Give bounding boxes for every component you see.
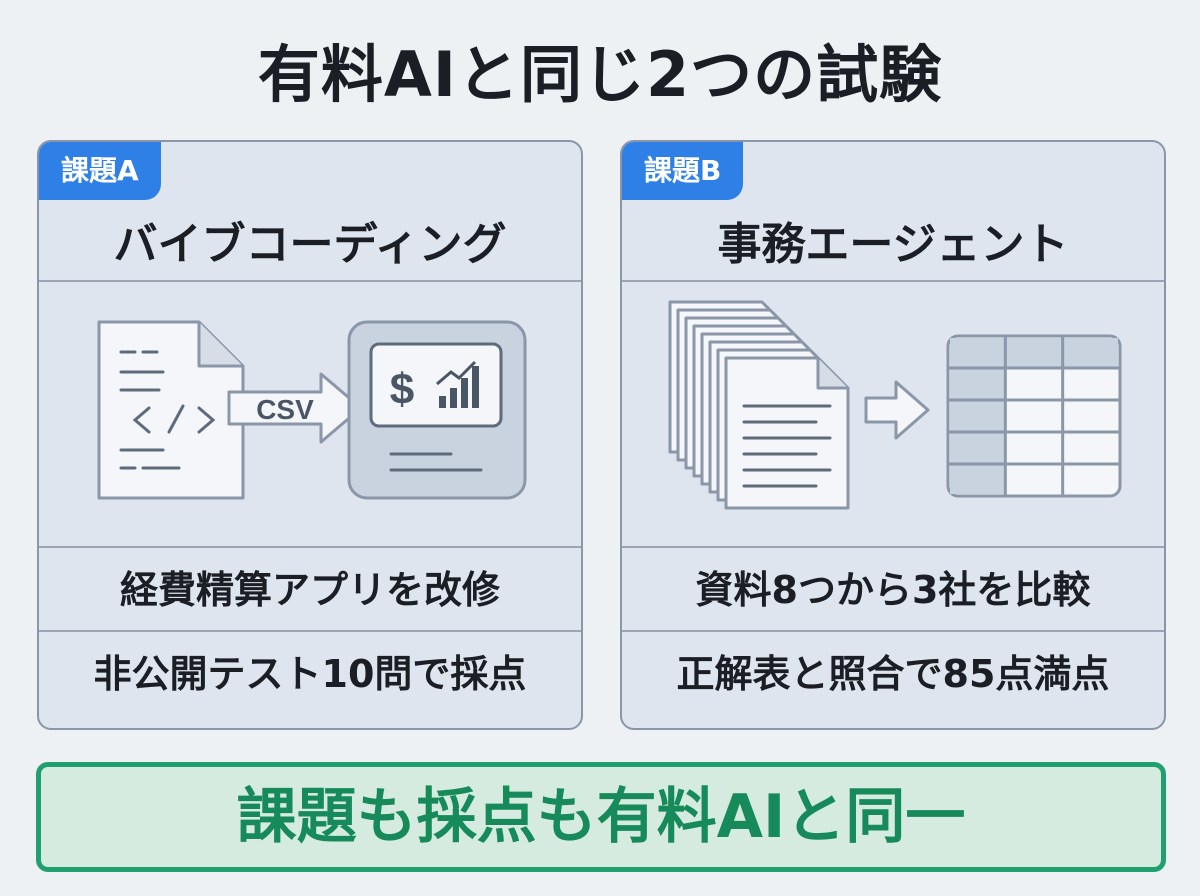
- arrow-icon: [864, 380, 930, 440]
- table-icon: [946, 334, 1122, 498]
- expense-app-icon: $: [347, 320, 527, 500]
- code-file-icon: [97, 320, 245, 500]
- task-a-line1: 経費精算アプリを改修: [39, 546, 581, 632]
- page-title: 有料AIと同じ2つの試験: [257, 38, 943, 111]
- task-a-header: 課題A バイブコーディング: [39, 142, 581, 282]
- task-a-illustration: CSV $: [39, 280, 581, 546]
- svg-text:$: $: [390, 365, 414, 414]
- task-b-line2: 正解表と照合で85点満点: [622, 630, 1164, 716]
- csv-label: CSV: [256, 394, 314, 425]
- task-a-title: バイブコーディング: [113, 219, 507, 270]
- task-b-illustration: [622, 280, 1164, 546]
- task-a-card: 課題A バイブコーディング: [37, 140, 583, 730]
- document-stack-icon: [668, 300, 850, 510]
- task-a-line2: 非公開テスト10問で採点: [39, 630, 581, 716]
- task-b-card: 課題B 事務エージェント 資料8つから3社を比較 正解表と照合で85点満点: [620, 140, 1166, 730]
- summary-banner: 課題も採点も有料AIと同一: [36, 762, 1166, 872]
- task-b-line1: 資料8つから3社を比較: [622, 546, 1164, 632]
- task-b-tag: 課題B: [622, 142, 744, 200]
- task-b-header: 課題B 事務エージェント: [622, 142, 1164, 282]
- arrow-icon: CSV: [227, 372, 363, 444]
- task-a-tag: 課題A: [39, 142, 161, 200]
- task-b-title: 事務エージェント: [717, 219, 1069, 270]
